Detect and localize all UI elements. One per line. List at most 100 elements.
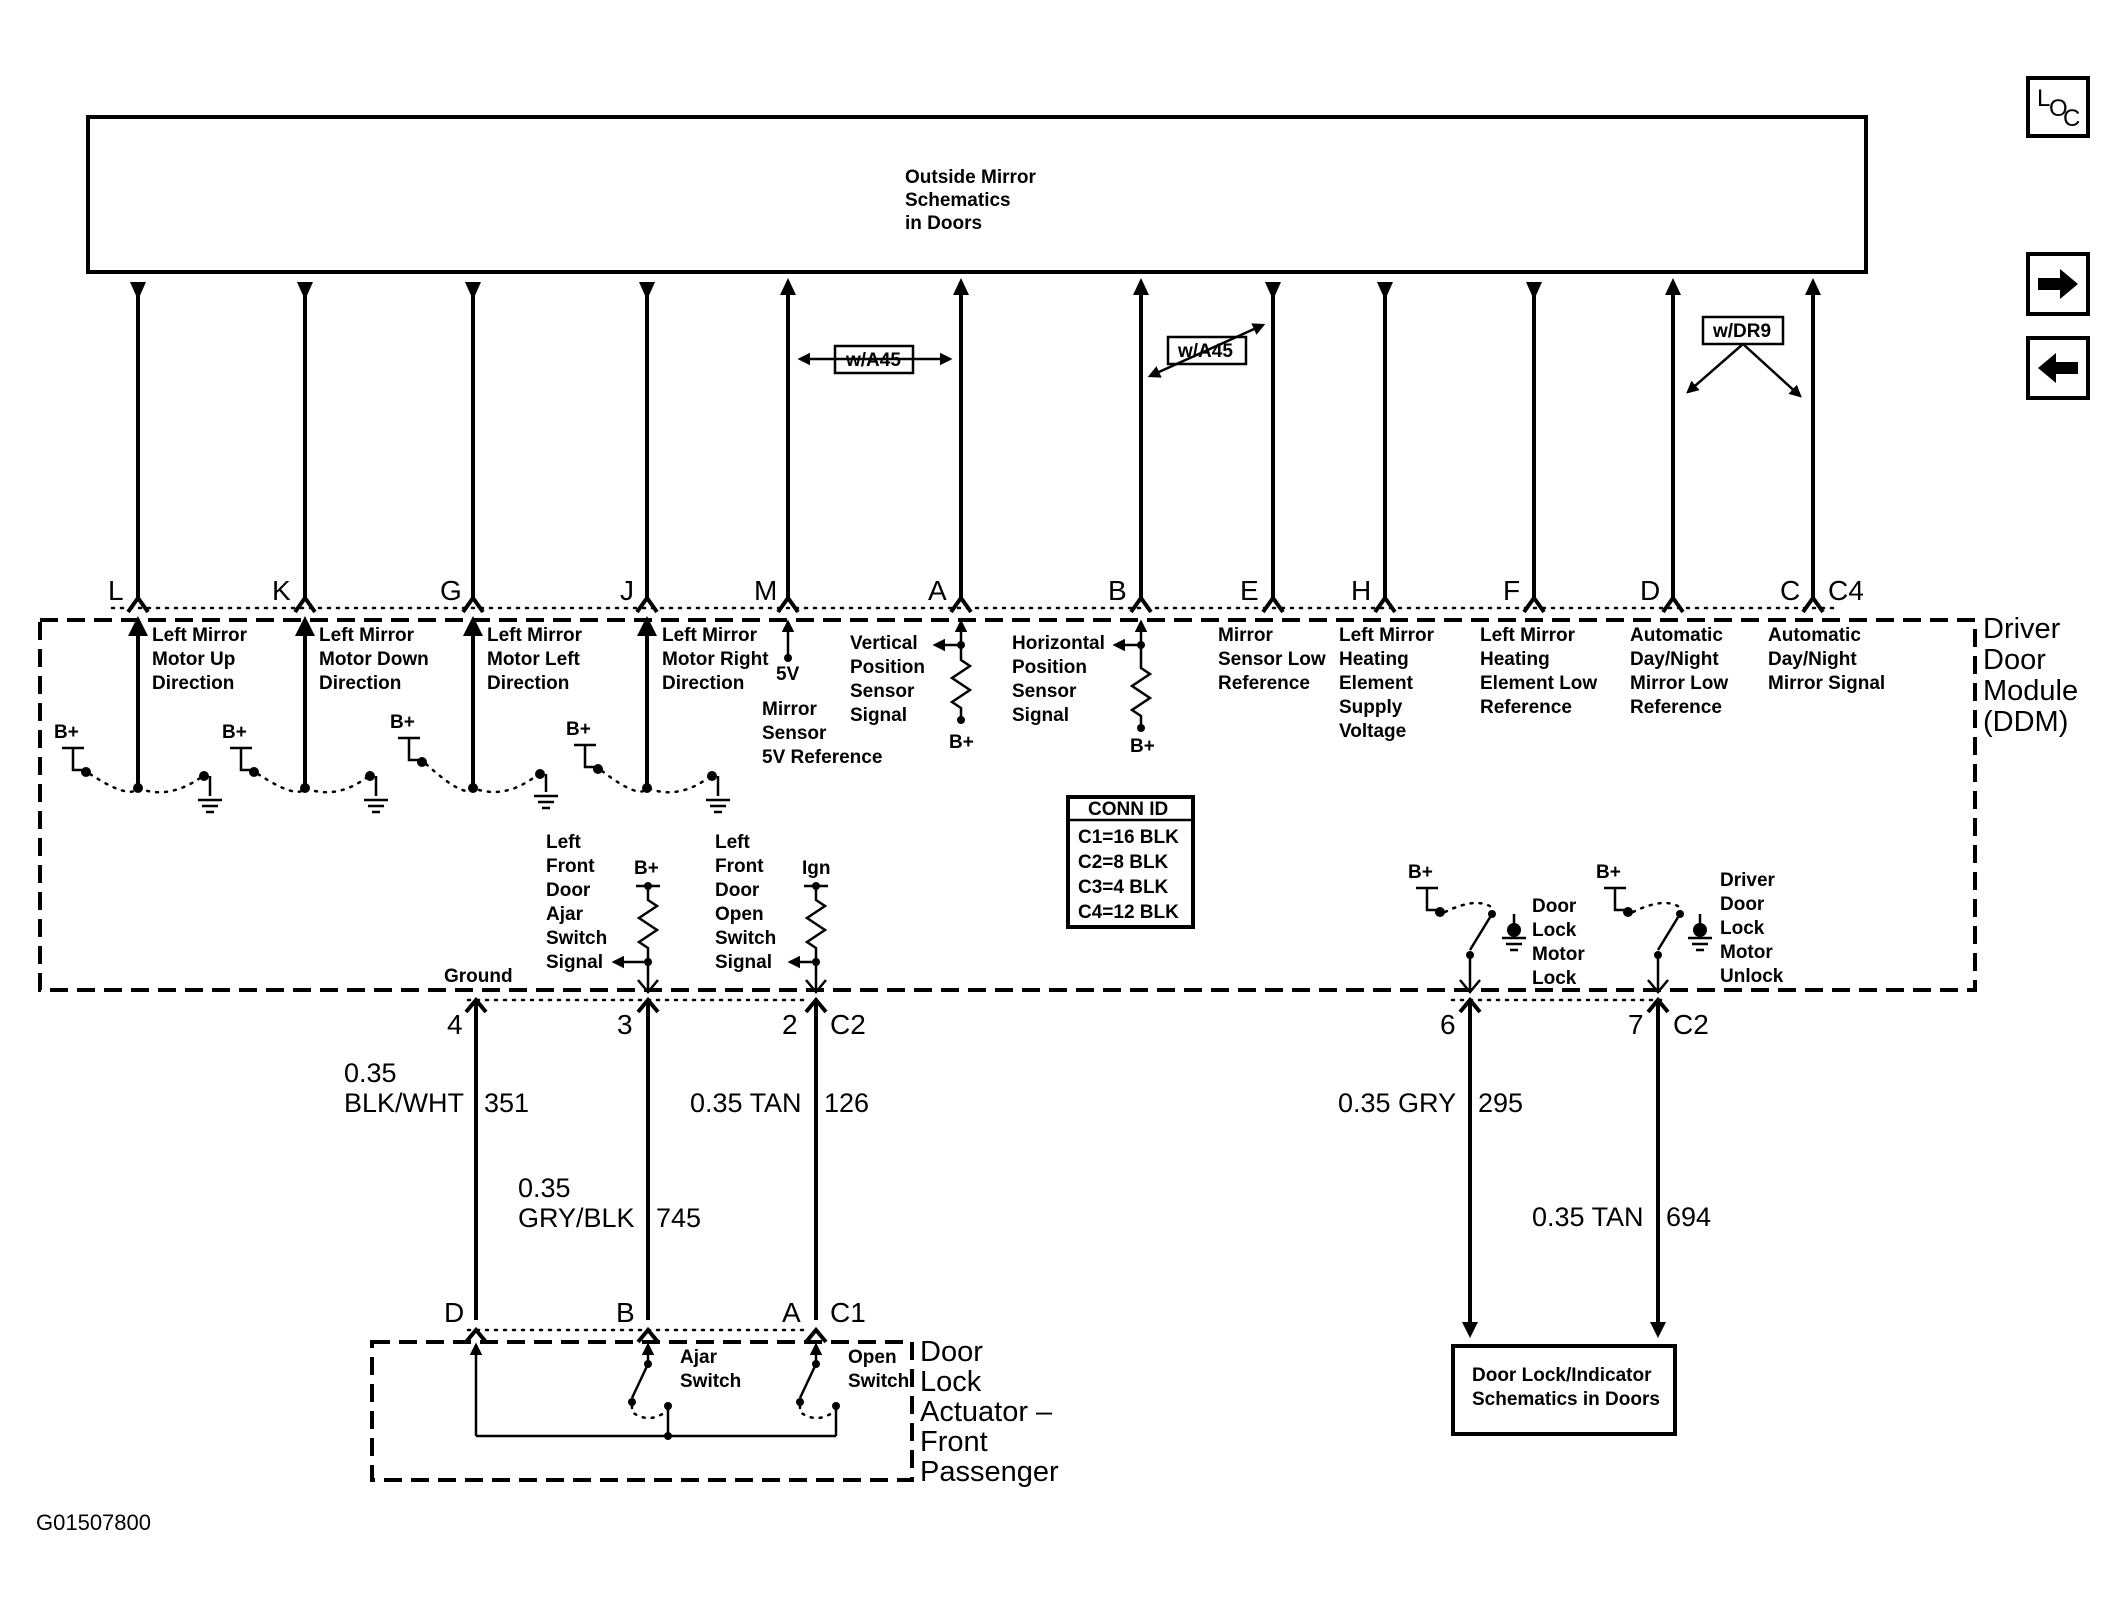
wire-H (1377, 282, 1393, 598)
ground-label: Ground (444, 966, 513, 987)
svg-text:Day/Night: Day/Night (1630, 649, 1719, 670)
option-w-a45-2: w/A45 (1147, 323, 1266, 378)
actuator-label-4: Front (920, 1426, 988, 1458)
loc-icon: L O C (2033, 85, 2083, 131)
actuator-label-1: Door (920, 1336, 983, 1368)
circuit-L-label: Left Mirror Motor Up Direction (152, 625, 248, 694)
wire-F (1526, 282, 1542, 598)
svg-text:Automatic: Automatic (1768, 625, 1861, 646)
svg-text:Mirror Low: Mirror Low (1630, 673, 1728, 694)
svg-text:Sensor Low: Sensor Low (1218, 649, 1326, 670)
svg-text:B+: B+ (1130, 736, 1155, 757)
ddm-block (38, 618, 1977, 992)
svg-text:Left Mirror: Left Mirror (152, 625, 248, 646)
svg-text:Signal: Signal (715, 952, 772, 973)
svg-text:Reference: Reference (1218, 673, 1310, 694)
outside-mirror-label-1: Outside Mirror (905, 167, 1037, 188)
svg-text:Mirror Signal: Mirror Signal (1768, 673, 1885, 694)
svg-text:Left Mirror: Left Mirror (662, 625, 758, 646)
motor-relay-G: B+ (390, 616, 558, 810)
wire-745: 0.35 GRY/BLK 745 (518, 1000, 701, 1320)
svg-text:Switch: Switch (546, 928, 607, 949)
svg-text:0.35 GRY: 0.35 GRY (1338, 1088, 1456, 1118)
motor-relay-L: B+ (54, 616, 222, 814)
previous-page-button[interactable] (2026, 336, 2090, 400)
circuit-J-label: Left Mirror Motor Right Direction (662, 625, 769, 694)
option-w-a45-label-1: w/A45 (845, 350, 901, 371)
svg-text:351: 351 (484, 1088, 529, 1118)
svg-text:Ajar: Ajar (546, 904, 584, 925)
outside-mirror-label-2: Schematics (905, 190, 1011, 211)
svg-text:Supply: Supply (1339, 697, 1403, 718)
svg-text:Motor Up: Motor Up (152, 649, 235, 670)
svg-text:Element Low: Element Low (1480, 673, 1597, 694)
svg-text:B+: B+ (1408, 862, 1433, 883)
ajar-switch-label-2: Switch (680, 1371, 741, 1392)
option-w-dr9: w/DR9 (1686, 315, 1802, 398)
svg-text:Door: Door (1720, 894, 1765, 915)
wire-295: 0.35 GRY 295 (1338, 1000, 1523, 1338)
pin-D: D (1640, 575, 1660, 606)
svg-text:Door: Door (715, 880, 760, 901)
svg-text:Horizontal: Horizontal (1012, 633, 1105, 654)
svg-text:Front: Front (546, 856, 595, 877)
pin-B: B (1108, 575, 1127, 606)
circuit-H-label: Left Mirror Heating Element Supply Volta… (1339, 625, 1435, 742)
pin-C: C (1780, 575, 1800, 606)
svg-text:Sensor: Sensor (762, 723, 827, 744)
svg-text:694: 694 (1666, 1202, 1711, 1232)
loc-icon-l: L (2037, 85, 2051, 112)
svg-text:Motor Right: Motor Right (662, 649, 769, 670)
conn-id-row-4: C4=12 BLK (1078, 902, 1179, 923)
next-page-button[interactable] (2026, 252, 2090, 316)
wire-694: 0.35 TAN 694 (1532, 1000, 1711, 1338)
open-switch-label-1: Open (848, 1347, 897, 1368)
svg-text:Front: Front (715, 856, 764, 877)
svg-text:Reference: Reference (1630, 697, 1722, 718)
wire-K (297, 282, 313, 598)
pin-c2-2: 2 (782, 1009, 798, 1040)
pin-c1-B: B (616, 1297, 635, 1328)
option-w-a45-label-2: w/A45 (1177, 341, 1233, 362)
location-button[interactable]: L O C (2026, 76, 2090, 138)
svg-text:0.35: 0.35 (518, 1173, 571, 1203)
svg-text:Heating: Heating (1480, 649, 1550, 670)
svg-text:Left Mirror: Left Mirror (1480, 625, 1576, 646)
actuator-label-5: Passenger (920, 1456, 1059, 1488)
circuit-B-label: Horizontal Position Sensor Signal (1012, 633, 1105, 726)
pin-c1-A: A (782, 1297, 801, 1328)
conn-id-table: CONN ID C1=16 BLK C2=8 BLK C3=4 BLK C4=1… (1066, 795, 1195, 929)
svg-text:0.35 TAN: 0.35 TAN (690, 1088, 802, 1118)
svg-text:Left Mirror: Left Mirror (1339, 625, 1435, 646)
outside-mirror-block: Outside Mirror Schematics in Doors (86, 115, 1868, 274)
c4-pin-ticks (126, 594, 1825, 614)
pin-c2-7: 7 (1628, 1009, 1644, 1040)
loc-icon-o: O (2049, 95, 2068, 122)
conn-id-row-2: C2=8 BLK (1078, 852, 1169, 873)
svg-text:B+: B+ (222, 722, 247, 743)
wire-C (1805, 278, 1821, 598)
svg-text:Door: Door (1532, 896, 1577, 917)
svg-text:Position: Position (850, 657, 925, 678)
svg-text:Open: Open (715, 904, 764, 925)
actuator-label-2: Lock (920, 1366, 982, 1398)
ddm-label-4: (DDM) (1983, 706, 2068, 738)
svg-text:Motor: Motor (1532, 944, 1585, 965)
svg-text:Left Mirror: Left Mirror (487, 625, 583, 646)
circuit-A-label: Vertical Position Sensor Signal (850, 633, 925, 726)
pin-A: A (928, 575, 947, 606)
pin-c1-D: D (444, 1297, 464, 1328)
circuit-E-label: Mirror Sensor Low Reference (1218, 625, 1326, 694)
svg-text:Lock: Lock (1532, 968, 1577, 989)
connector-c2-label-2: C2 (1673, 1009, 1709, 1040)
svg-text:Mirror: Mirror (1218, 625, 1274, 646)
pin-F: F (1503, 575, 1520, 606)
svg-text:295: 295 (1478, 1088, 1523, 1118)
ddm-label-3: Module (1983, 675, 2078, 707)
svg-text:Reference: Reference (1480, 697, 1572, 718)
svg-text:B+: B+ (949, 732, 974, 753)
svg-text:Direction: Direction (319, 673, 401, 694)
figure-id: G01507800 (36, 1510, 151, 1535)
wire-351: 0.35 BLK/WHT 351 (344, 1000, 529, 1320)
motor-relay-J: B+ (566, 616, 730, 814)
